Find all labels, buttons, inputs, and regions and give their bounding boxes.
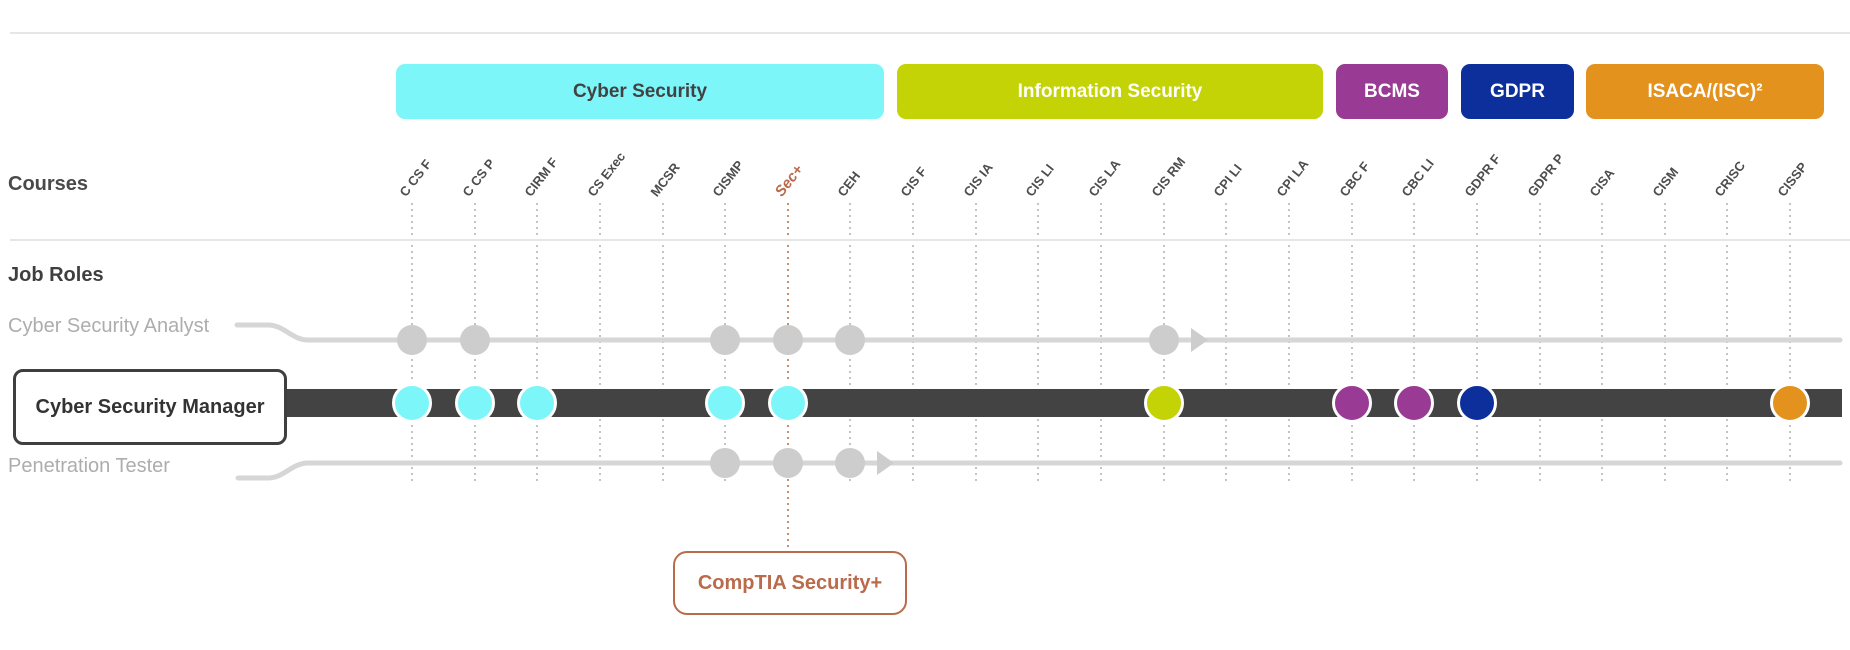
category-cyber: Cyber Security [396,64,884,119]
category-isaca: ISACA/(ISC)² [1586,64,1824,119]
arrow-icon-analyst [1191,328,1208,352]
dot-analyst-cisrm [1149,325,1179,355]
dot-manager-secplus [768,383,808,423]
category-bcms: BCMS [1336,64,1448,119]
dot-manager-ccsf [392,383,432,423]
dot-analyst-ceh [835,325,865,355]
role-box-manager: Cyber Security Manager [13,369,287,445]
dot-pentester-ceh [835,448,865,478]
courses-title: Courses [8,173,89,195]
role-label-pentester: Penetration Tester [8,455,170,477]
role-label-analyst: Cyber Security Analyst [8,315,210,337]
dot-analyst-secplus [773,325,803,355]
job-roles-title: Job Roles [8,264,104,286]
security-plus-callout: CompTIA Security+ [673,551,907,615]
arrow-icon-pentester [877,451,894,475]
dot-manager-cisrm [1144,383,1184,423]
dot-manager-cbcf [1332,383,1372,423]
dot-manager-cismp [705,383,745,423]
course-column-line-secplus [787,203,789,551]
category-gdpr: GDPR [1461,64,1574,119]
category-infosec: Information Security [897,64,1323,119]
top-divider [10,32,1850,34]
dot-manager-cbcli [1394,383,1434,423]
pentester-track-line [235,460,1843,481]
dot-manager-cirmf [517,383,557,423]
dot-analyst-cismp [710,325,740,355]
dot-manager-ccsp [455,383,495,423]
dot-analyst-ccsp [460,325,490,355]
dot-pentester-cismp [710,448,740,478]
dot-manager-gdprf [1457,383,1497,423]
manager-track-bar [150,389,1842,417]
analyst-track-line [234,322,1843,343]
dot-pentester-secplus [773,448,803,478]
dot-manager-cissp [1770,383,1810,423]
mid-divider [10,239,1850,241]
dot-analyst-ccsf [397,325,427,355]
